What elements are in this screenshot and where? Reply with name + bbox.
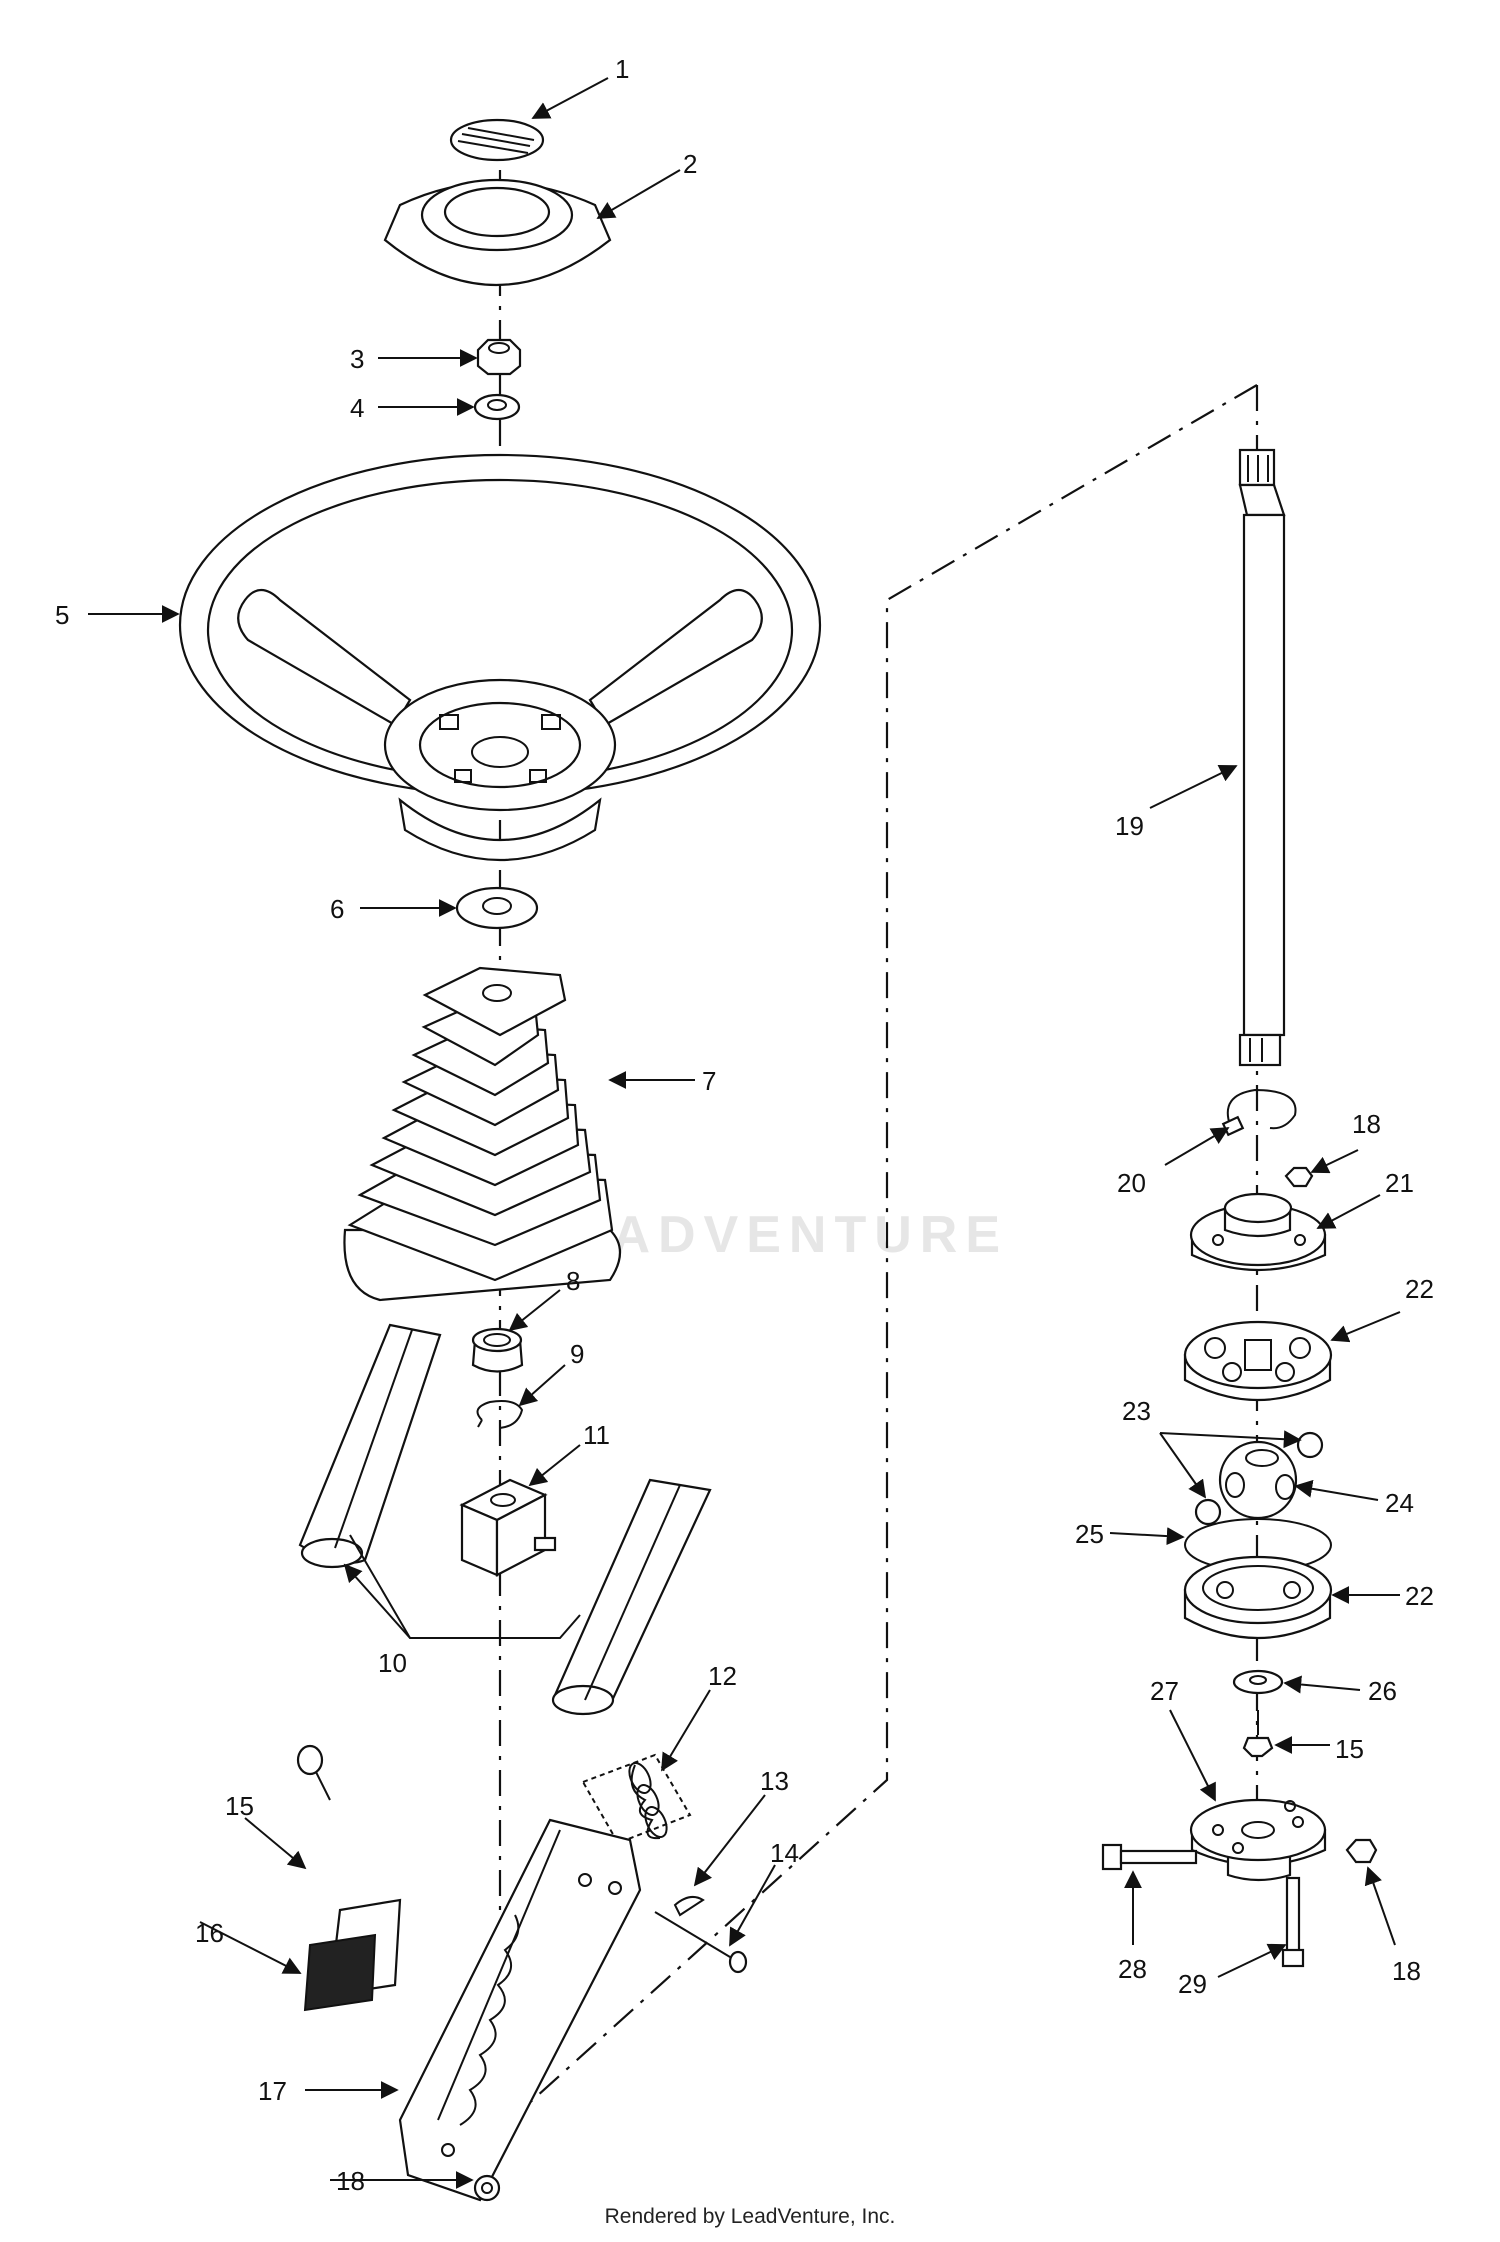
callout-14: 14 bbox=[770, 1838, 799, 1868]
part-28-bolt bbox=[1101, 1843, 1198, 1871]
part-15-bolt-left bbox=[296, 1744, 331, 1801]
part-27-lower-flange bbox=[1189, 1798, 1327, 1882]
callout-4: 4 bbox=[350, 393, 364, 423]
callout-19: 19 bbox=[1115, 811, 1144, 841]
part-22-disc-lower bbox=[1183, 1555, 1333, 1639]
callout-24: 24 bbox=[1385, 1488, 1414, 1518]
callout-26: 26 bbox=[1368, 1676, 1397, 1706]
callout-22-lower: 22 bbox=[1405, 1581, 1434, 1611]
callout-labels: 1 2 3 4 5 6 7 8 9 10 11 12 13 14 15 16 1… bbox=[55, 54, 1434, 2196]
callout-6: 6 bbox=[330, 894, 344, 924]
part-2-hub-cover bbox=[383, 178, 612, 286]
part-29-bolt bbox=[1281, 1876, 1305, 1968]
part-26-washer bbox=[1232, 1669, 1284, 1695]
callout-13: 13 bbox=[760, 1766, 789, 1796]
footer-credit: Rendered by LeadVenture, Inc. bbox=[604, 2205, 896, 2228]
callout-15-right: 15 bbox=[1335, 1734, 1364, 1764]
part-5-steering-wheel bbox=[178, 453, 822, 861]
part-14-clevis-pin bbox=[654, 1911, 748, 1974]
part-1-cap bbox=[449, 118, 545, 162]
part-18-nut-lower bbox=[1345, 1838, 1378, 1864]
part-10-grip-right bbox=[551, 1478, 712, 1716]
callout-28: 28 bbox=[1118, 1954, 1147, 1984]
part-11-pivot-block bbox=[459, 1478, 557, 1577]
callout-3: 3 bbox=[350, 344, 364, 374]
callout-27: 27 bbox=[1150, 1676, 1179, 1706]
callout-25: 25 bbox=[1075, 1519, 1104, 1549]
part-6-washer bbox=[455, 886, 539, 930]
part-18-nut-upper bbox=[1284, 1166, 1314, 1188]
part-9-snap-ring bbox=[476, 1400, 524, 1429]
part-18-nut-bottom bbox=[473, 2174, 501, 2202]
callout-5: 5 bbox=[55, 600, 69, 630]
part-10-grip-left bbox=[298, 1323, 442, 1569]
callout-10: 10 bbox=[378, 1648, 407, 1678]
leader-lines bbox=[88, 77, 1401, 2189]
part-21-upper-flange bbox=[1189, 1192, 1327, 1272]
callout-15-left: 15 bbox=[225, 1791, 254, 1821]
part-17-pedal-bracket bbox=[398, 1818, 642, 2202]
callout-20: 20 bbox=[1117, 1168, 1146, 1198]
callout-22-upper: 22 bbox=[1405, 1274, 1434, 1304]
callout-23: 23 bbox=[1122, 1396, 1151, 1426]
part-7-boot bbox=[343, 966, 622, 1302]
callout-1: 1 bbox=[615, 54, 629, 84]
callout-8: 8 bbox=[566, 1266, 580, 1296]
part-4-washer bbox=[473, 393, 521, 421]
part-23-ball-lower bbox=[1194, 1498, 1222, 1526]
part-20-clamp bbox=[1221, 1088, 1297, 1137]
callout-18-bottom: 18 bbox=[336, 2166, 365, 2196]
callout-17: 17 bbox=[258, 2076, 287, 2106]
callout-7: 7 bbox=[702, 1066, 716, 1096]
part-3-nut bbox=[476, 338, 522, 376]
part-22-disc-upper bbox=[1183, 1320, 1333, 1401]
part-8-bushing bbox=[471, 1327, 524, 1373]
callout-29: 29 bbox=[1178, 1969, 1207, 1999]
callout-9: 9 bbox=[570, 1339, 584, 1369]
part-24-cross-block bbox=[1218, 1440, 1298, 1520]
connection-line bbox=[504, 384, 1258, 2126]
callout-2: 2 bbox=[683, 149, 697, 179]
callout-16: 16 bbox=[195, 1918, 224, 1948]
callout-18-lower: 18 bbox=[1392, 1956, 1421, 1986]
part-15-screw-right bbox=[1242, 1710, 1274, 1758]
callout-12: 12 bbox=[708, 1661, 737, 1691]
part-16-pedal-pad bbox=[303, 1898, 402, 2012]
callout-21: 21 bbox=[1385, 1168, 1414, 1198]
part-12-spring bbox=[581, 1753, 692, 1845]
part-19-steering-shaft bbox=[1238, 448, 1286, 1067]
callout-11: 11 bbox=[583, 1420, 610, 1450]
callout-18-upper: 18 bbox=[1352, 1109, 1381, 1139]
part-23-ball-upper bbox=[1296, 1431, 1324, 1459]
part-13-cotter-pin bbox=[673, 1895, 705, 1917]
